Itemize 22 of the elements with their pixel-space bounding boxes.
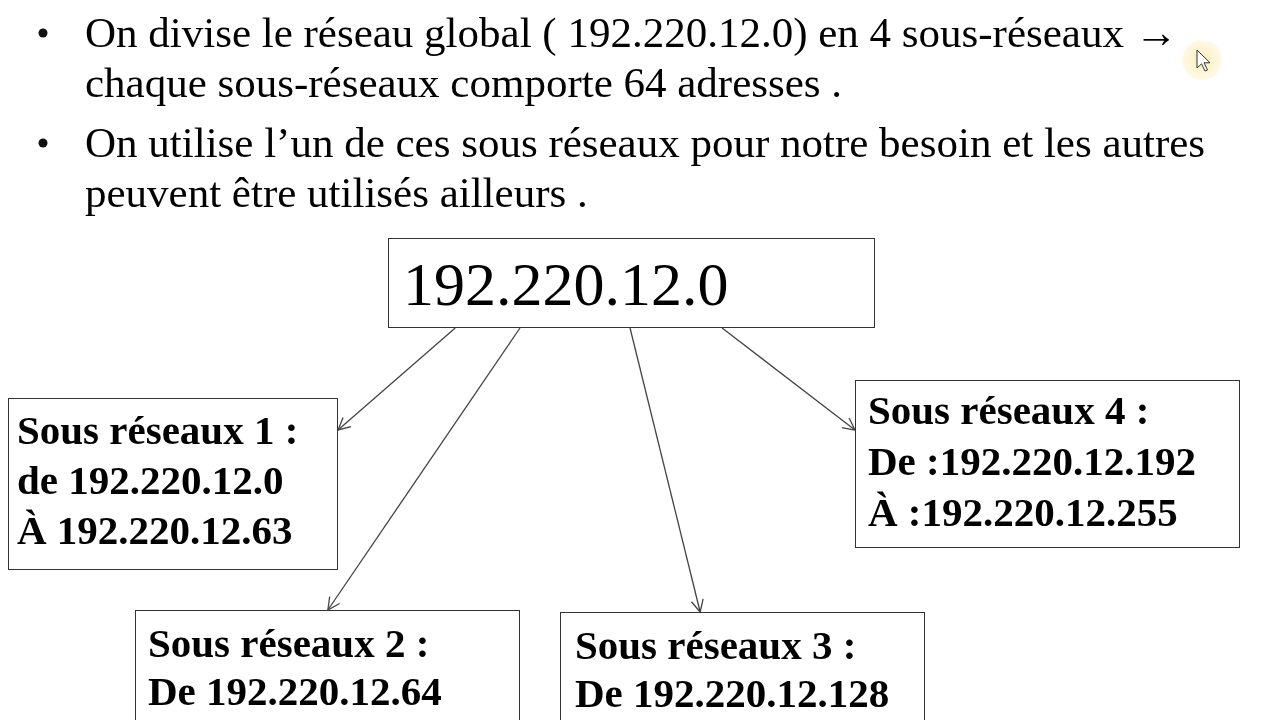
subnet-box <box>8 398 338 570</box>
network-box <box>388 238 875 328</box>
arrow <box>629 327 704 613</box>
subnet-title: Sous réseaux 3 : <box>575 621 857 669</box>
address-range: À 192.220.12.63 <box>17 506 293 555</box>
arrow <box>327 327 521 611</box>
network-address: 192.220.12.0 <box>403 249 729 320</box>
subnet-box <box>560 612 925 720</box>
subnet-box <box>135 610 520 720</box>
subnet-box <box>855 380 1240 548</box>
address-range: De 192.220.12.64 <box>148 667 442 715</box>
bullet-text: On utilise l’un de ces sous réseaux pour notre besoin et les autres peuvent être utilisés ailleurs . <box>85 118 1207 218</box>
bullet-text: On divise le réseau global ( 192.220.12.0) en 4 sous-réseaux → chaque sous-réseaux comporte 64 adresses . <box>85 8 1179 108</box>
address-range: De 192.220.12.128 <box>575 669 890 717</box>
address-range: De :192.220.12.192 <box>868 437 1196 486</box>
arrow <box>337 327 456 431</box>
address-range: de 192.220.12.0 <box>17 456 284 505</box>
address-range: À :192.220.12.255 <box>868 488 1178 537</box>
subnet-title: Sous réseaux 1 : <box>17 406 299 455</box>
arrow <box>721 327 856 431</box>
subnet-title: Sous réseaux 2 : <box>148 619 430 667</box>
subnet-title: Sous réseaux 4 : <box>868 386 1150 435</box>
